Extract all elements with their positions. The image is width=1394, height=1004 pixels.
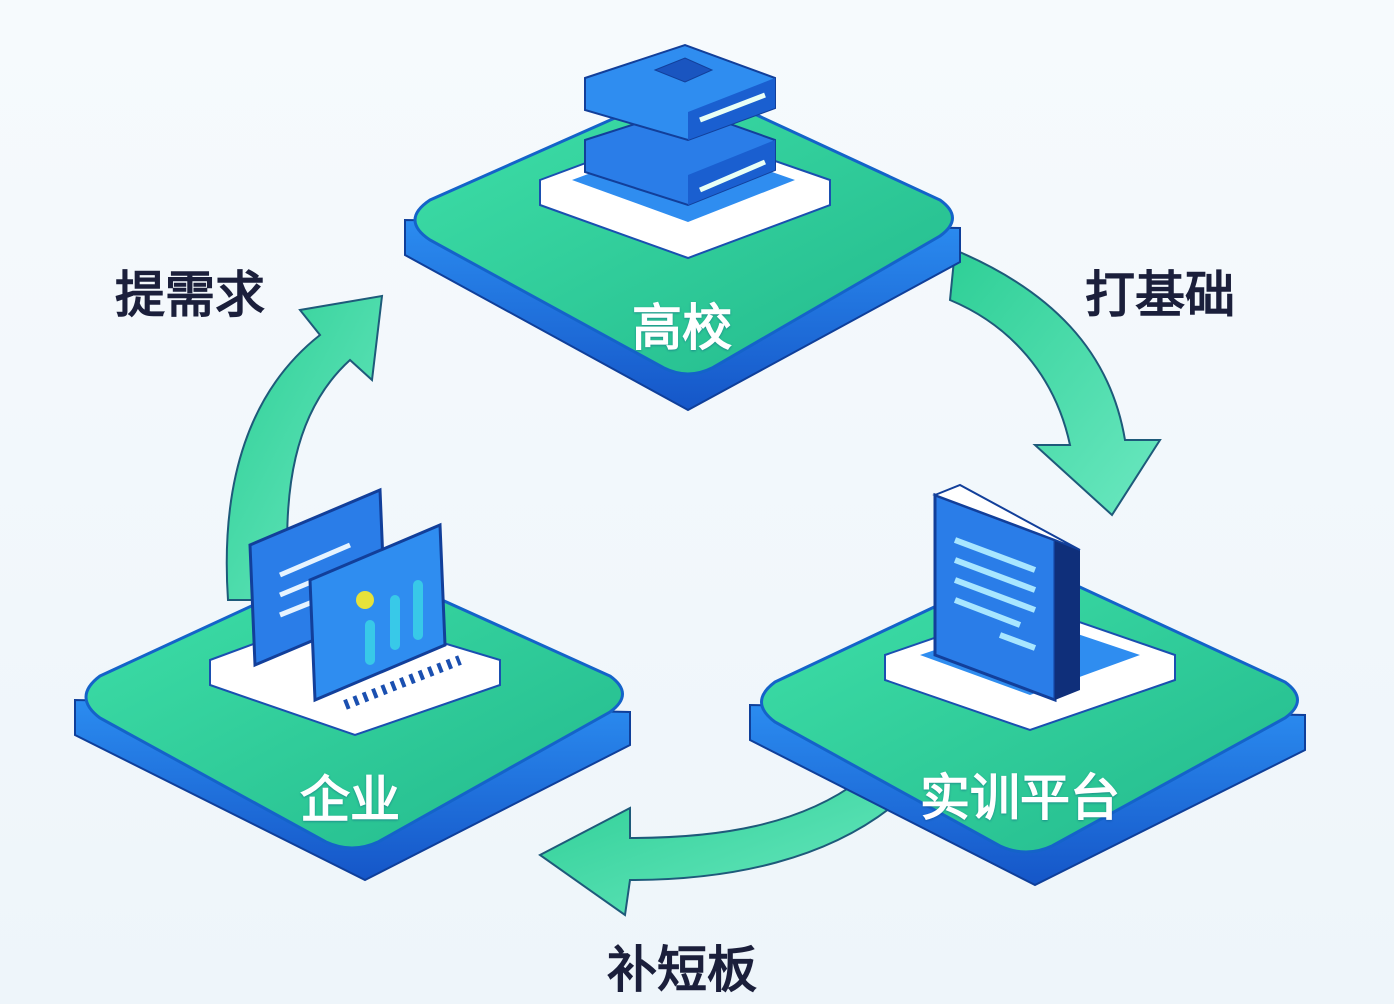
arrow-lay-foundation <box>948 248 1162 517</box>
flow-label-raise-demand: 提需求 <box>115 266 265 324</box>
node-label-training-platform: 实训平台 <box>920 769 1120 827</box>
dashboard-screens-icon <box>248 487 462 710</box>
node-label-university: 高校 <box>632 299 732 357</box>
node-label-enterprise: 企业 <box>300 771 400 829</box>
arrow-fill-gaps <box>538 778 902 917</box>
document-panel-icon <box>932 483 1081 703</box>
book-stack-icon <box>584 43 776 207</box>
platform-training <box>749 483 1306 887</box>
platform-enterprise <box>74 487 631 882</box>
flow-label-lay-foundation: 打基础 <box>1085 266 1235 324</box>
arrow-raise-demand <box>225 294 384 601</box>
platform-university <box>404 43 961 412</box>
flow-label-fill-gaps: 补短板 <box>607 941 757 999</box>
